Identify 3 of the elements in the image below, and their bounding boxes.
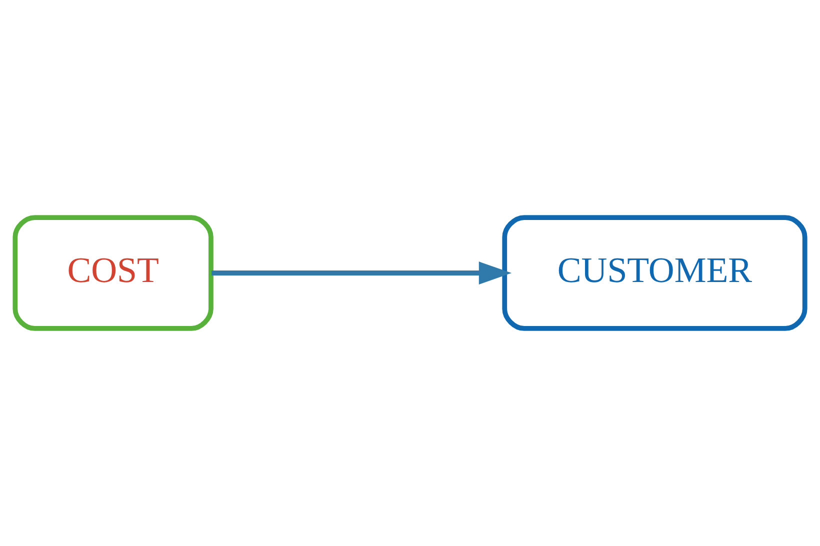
- node-box: COST: [12, 215, 214, 331]
- arrow: [212, 262, 512, 284]
- node-box: CUSTOMER: [502, 215, 808, 331]
